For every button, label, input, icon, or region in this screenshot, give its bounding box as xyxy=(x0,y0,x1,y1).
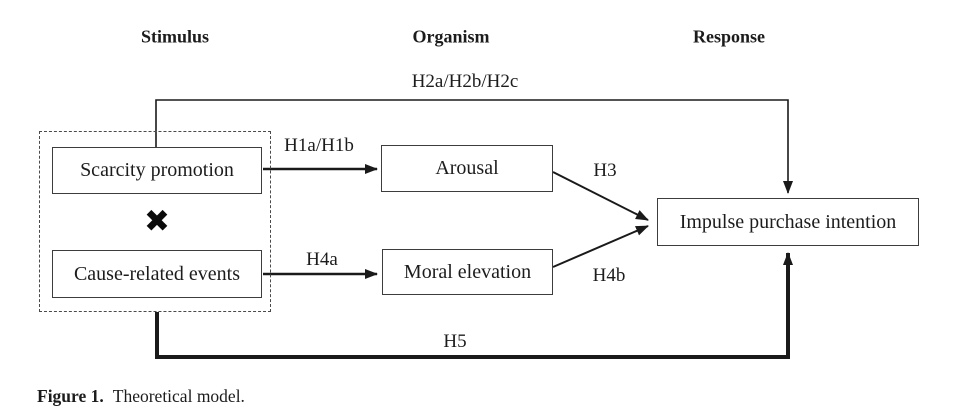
box-moral-elevation-label: Moral elevation xyxy=(403,260,532,283)
column-header-response: Response xyxy=(692,26,766,47)
figure-caption-text: Theoretical model. xyxy=(112,386,245,406)
hypothesis-label-h2: H2a/H2b/H2c xyxy=(411,71,519,92)
box-cause-related-events-label: Cause-related events xyxy=(73,262,241,285)
box-impulse-purchase-intention-label: Impulse purchase intention xyxy=(679,210,897,233)
interaction-x-icon: ✖ xyxy=(144,203,170,240)
box-scarcity-promotion-label: Scarcity promotion xyxy=(80,159,234,181)
figure-caption-number: Figure 1. xyxy=(37,386,104,406)
hypothesis-label-h1: H1a/H1b xyxy=(284,135,354,156)
box-arousal: Arousal xyxy=(381,145,553,192)
box-arousal-label: Arousal xyxy=(435,157,499,179)
h2-arrow-line xyxy=(155,99,793,194)
box-moral-elevation: Moral elevation xyxy=(382,249,553,295)
h3-arrow-line xyxy=(552,171,649,221)
figure-caption: Figure 1. Theoretical model. xyxy=(37,386,245,407)
hypothesis-label-h4a: H4a xyxy=(306,249,338,270)
h5-arrow-line xyxy=(155,252,793,359)
box-cause-related-events: Cause-related events xyxy=(52,250,262,298)
h4b-arrow-line xyxy=(552,225,649,268)
stimulus-group-dashed-box xyxy=(39,131,271,312)
hypothesis-label-h3: H3 xyxy=(593,160,617,181)
hypothesis-label-h5: H5 xyxy=(443,331,467,352)
column-header-organism: Organism xyxy=(412,26,490,47)
hypothesis-label-h4b: H4b xyxy=(592,265,626,286)
box-impulse-purchase-intention: Impulse purchase intention xyxy=(657,198,919,246)
box-scarcity-promotion: Scarcity promotion xyxy=(52,147,262,194)
column-header-stimulus: Stimulus xyxy=(140,26,210,47)
